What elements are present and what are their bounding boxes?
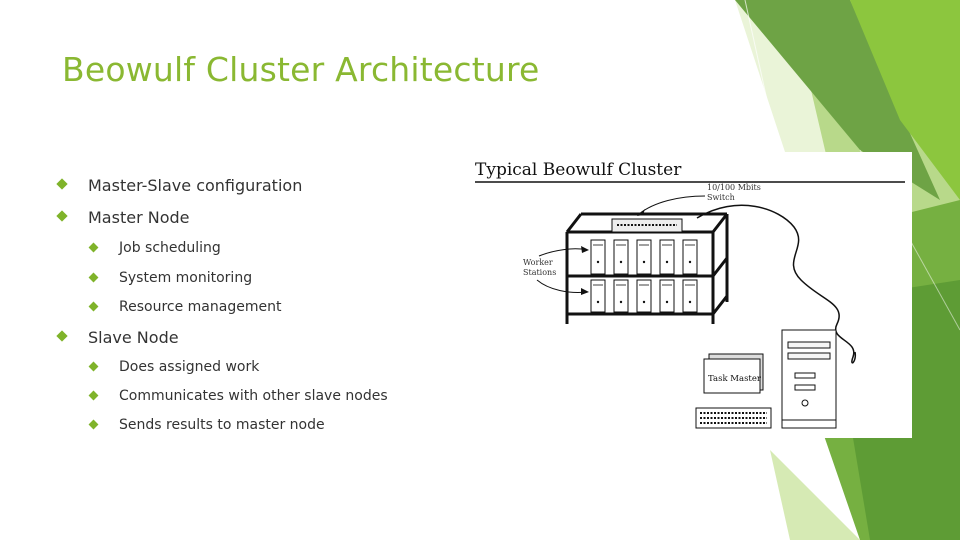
bullet-slave-node: Slave Node [56, 328, 476, 348]
master-monitor-icon: Task Master [703, 353, 764, 394]
bullet-job-scheduling: Job scheduling [56, 240, 476, 258]
bullet-master-slave: Master-Slave configuration [56, 176, 476, 196]
facet-bright [850, 0, 960, 200]
switch-label-line1: 10/100 Mbits [707, 183, 761, 192]
diamond-bullet-icon [88, 390, 99, 401]
bullet-sends-results: Sends results to master node [56, 417, 476, 435]
facet-bottom [770, 450, 860, 540]
bullet-assigned-work: Does assigned work [56, 359, 476, 377]
diamond-bullet-icon [88, 242, 99, 253]
diamond-bullet-icon [56, 330, 68, 342]
diamond-bullet-icon [88, 301, 99, 312]
diamond-bullet-icon [88, 361, 99, 372]
switch-label-line2: Switch [707, 193, 735, 202]
facet-dark [735, 0, 940, 200]
server-tower-icon [781, 329, 837, 429]
network-switch-icon [611, 218, 683, 233]
diamond-bullet-icon [88, 272, 99, 283]
diamond-bullet-icon [56, 210, 68, 222]
diamond-bullet-icon [88, 419, 99, 430]
network-cable [696, 204, 857, 364]
bullet-master-node: Master Node [56, 208, 476, 228]
bullet-system-monitoring: System monitoring [56, 270, 476, 288]
bullet-resource-management: Resource management [56, 299, 476, 317]
bullet-list: Master-Slave configuration Master Node J… [56, 170, 476, 435]
task-master-label: Task Master [708, 374, 762, 384]
worker-computers [590, 239, 698, 313]
diamond-bullet-icon [56, 178, 68, 190]
slide-title: Beowulf Cluster Architecture [62, 50, 540, 89]
beowulf-cluster-figure: Typical Beowulf Cluster 10/100 Mbits Swi… [469, 152, 912, 438]
figure-heading: Typical Beowulf Cluster [475, 160, 682, 180]
stations-label-line2: Stations [523, 268, 556, 277]
stations-label-line1: Worker [523, 258, 553, 267]
bullet-communicates: Communicates with other slave nodes [56, 388, 476, 406]
keyboard-icon [695, 407, 772, 429]
